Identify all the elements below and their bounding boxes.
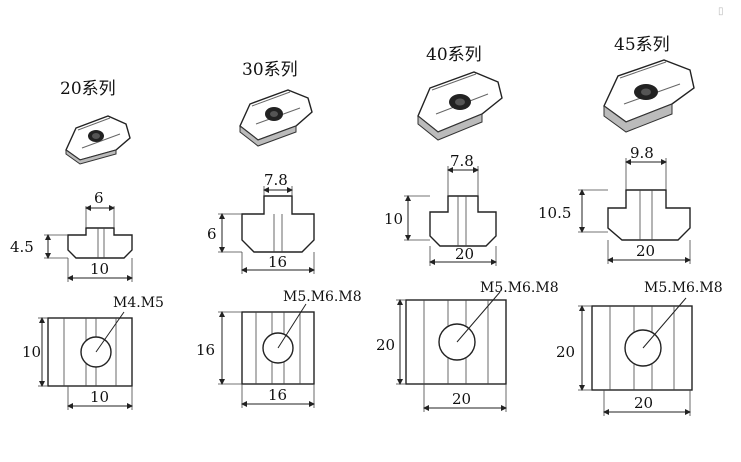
series-title-30: 30系列 — [242, 60, 298, 80]
t-nut-iso-20 — [65, 115, 131, 165]
side-profile-30: 7.8 6 16 — [207, 171, 315, 274]
front-thread-label-30: M5.M6.M8 — [283, 289, 362, 305]
side-width-label-40: 7.8 — [450, 152, 474, 170]
t-nut-iso-45 — [603, 59, 695, 133]
front-base-label-30: 16 — [268, 386, 287, 404]
front-view-40: M5.M6.M8 20 20 — [376, 280, 559, 412]
front-thread-label-20: M4.M5 — [113, 295, 164, 311]
side-height-label-40: 10 — [384, 210, 403, 228]
front-view-30: M5.M6.M8 16 16 — [196, 289, 362, 408]
side-height-label-20: 4.5 — [10, 238, 34, 256]
series-20: 20系列 6 4.5 — [10, 79, 164, 410]
series-40: 40系列 7.8 10 20 — [376, 45, 559, 412]
front-height-label-30: 16 — [196, 341, 215, 359]
side-profile-20: 6 4.5 10 — [10, 189, 133, 282]
series-30: 30系列 7.8 6 16 — [196, 60, 362, 408]
side-profile-45: 9.8 10.5 20 — [538, 144, 691, 264]
side-base-label-30: 16 — [268, 253, 287, 271]
front-base-label-40: 20 — [452, 390, 471, 408]
front-height-label-45: 20 — [556, 343, 575, 361]
side-base-label-40: 20 — [455, 245, 474, 263]
side-height-label-30: 6 — [207, 225, 217, 243]
front-height-label-40: 20 — [376, 336, 395, 354]
side-base-label-20: 10 — [90, 260, 109, 278]
front-view-20: M4.M5 10 10 — [22, 295, 164, 410]
series-45: 45系列 9.8 10.5 20 — [538, 35, 723, 416]
front-view-45: M5.M6.M8 20 20 — [556, 280, 723, 416]
series-title-45: 45系列 — [614, 35, 670, 55]
front-height-label-20: 10 — [22, 343, 41, 361]
front-thread-label-40: M5.M6.M8 — [480, 280, 559, 296]
side-width-label-45: 9.8 — [630, 144, 654, 162]
front-thread-label-45: M5.M6.M8 — [644, 280, 723, 296]
side-width-label-20: 6 — [94, 189, 104, 207]
series-title-40: 40系列 — [426, 45, 482, 65]
corner-mark: ▯ — [718, 6, 724, 17]
side-width-label-30: 7.8 — [264, 171, 288, 189]
side-base-label-45: 20 — [636, 242, 655, 260]
side-profile-40: 7.8 10 20 — [384, 152, 497, 266]
side-height-label-45: 10.5 — [538, 204, 571, 222]
front-base-label-45: 20 — [634, 394, 653, 412]
t-nut-iso-40 — [417, 71, 503, 141]
t-nut-iso-30 — [239, 89, 313, 147]
front-base-label-20: 10 — [90, 388, 109, 406]
series-title-20: 20系列 — [60, 79, 116, 99]
